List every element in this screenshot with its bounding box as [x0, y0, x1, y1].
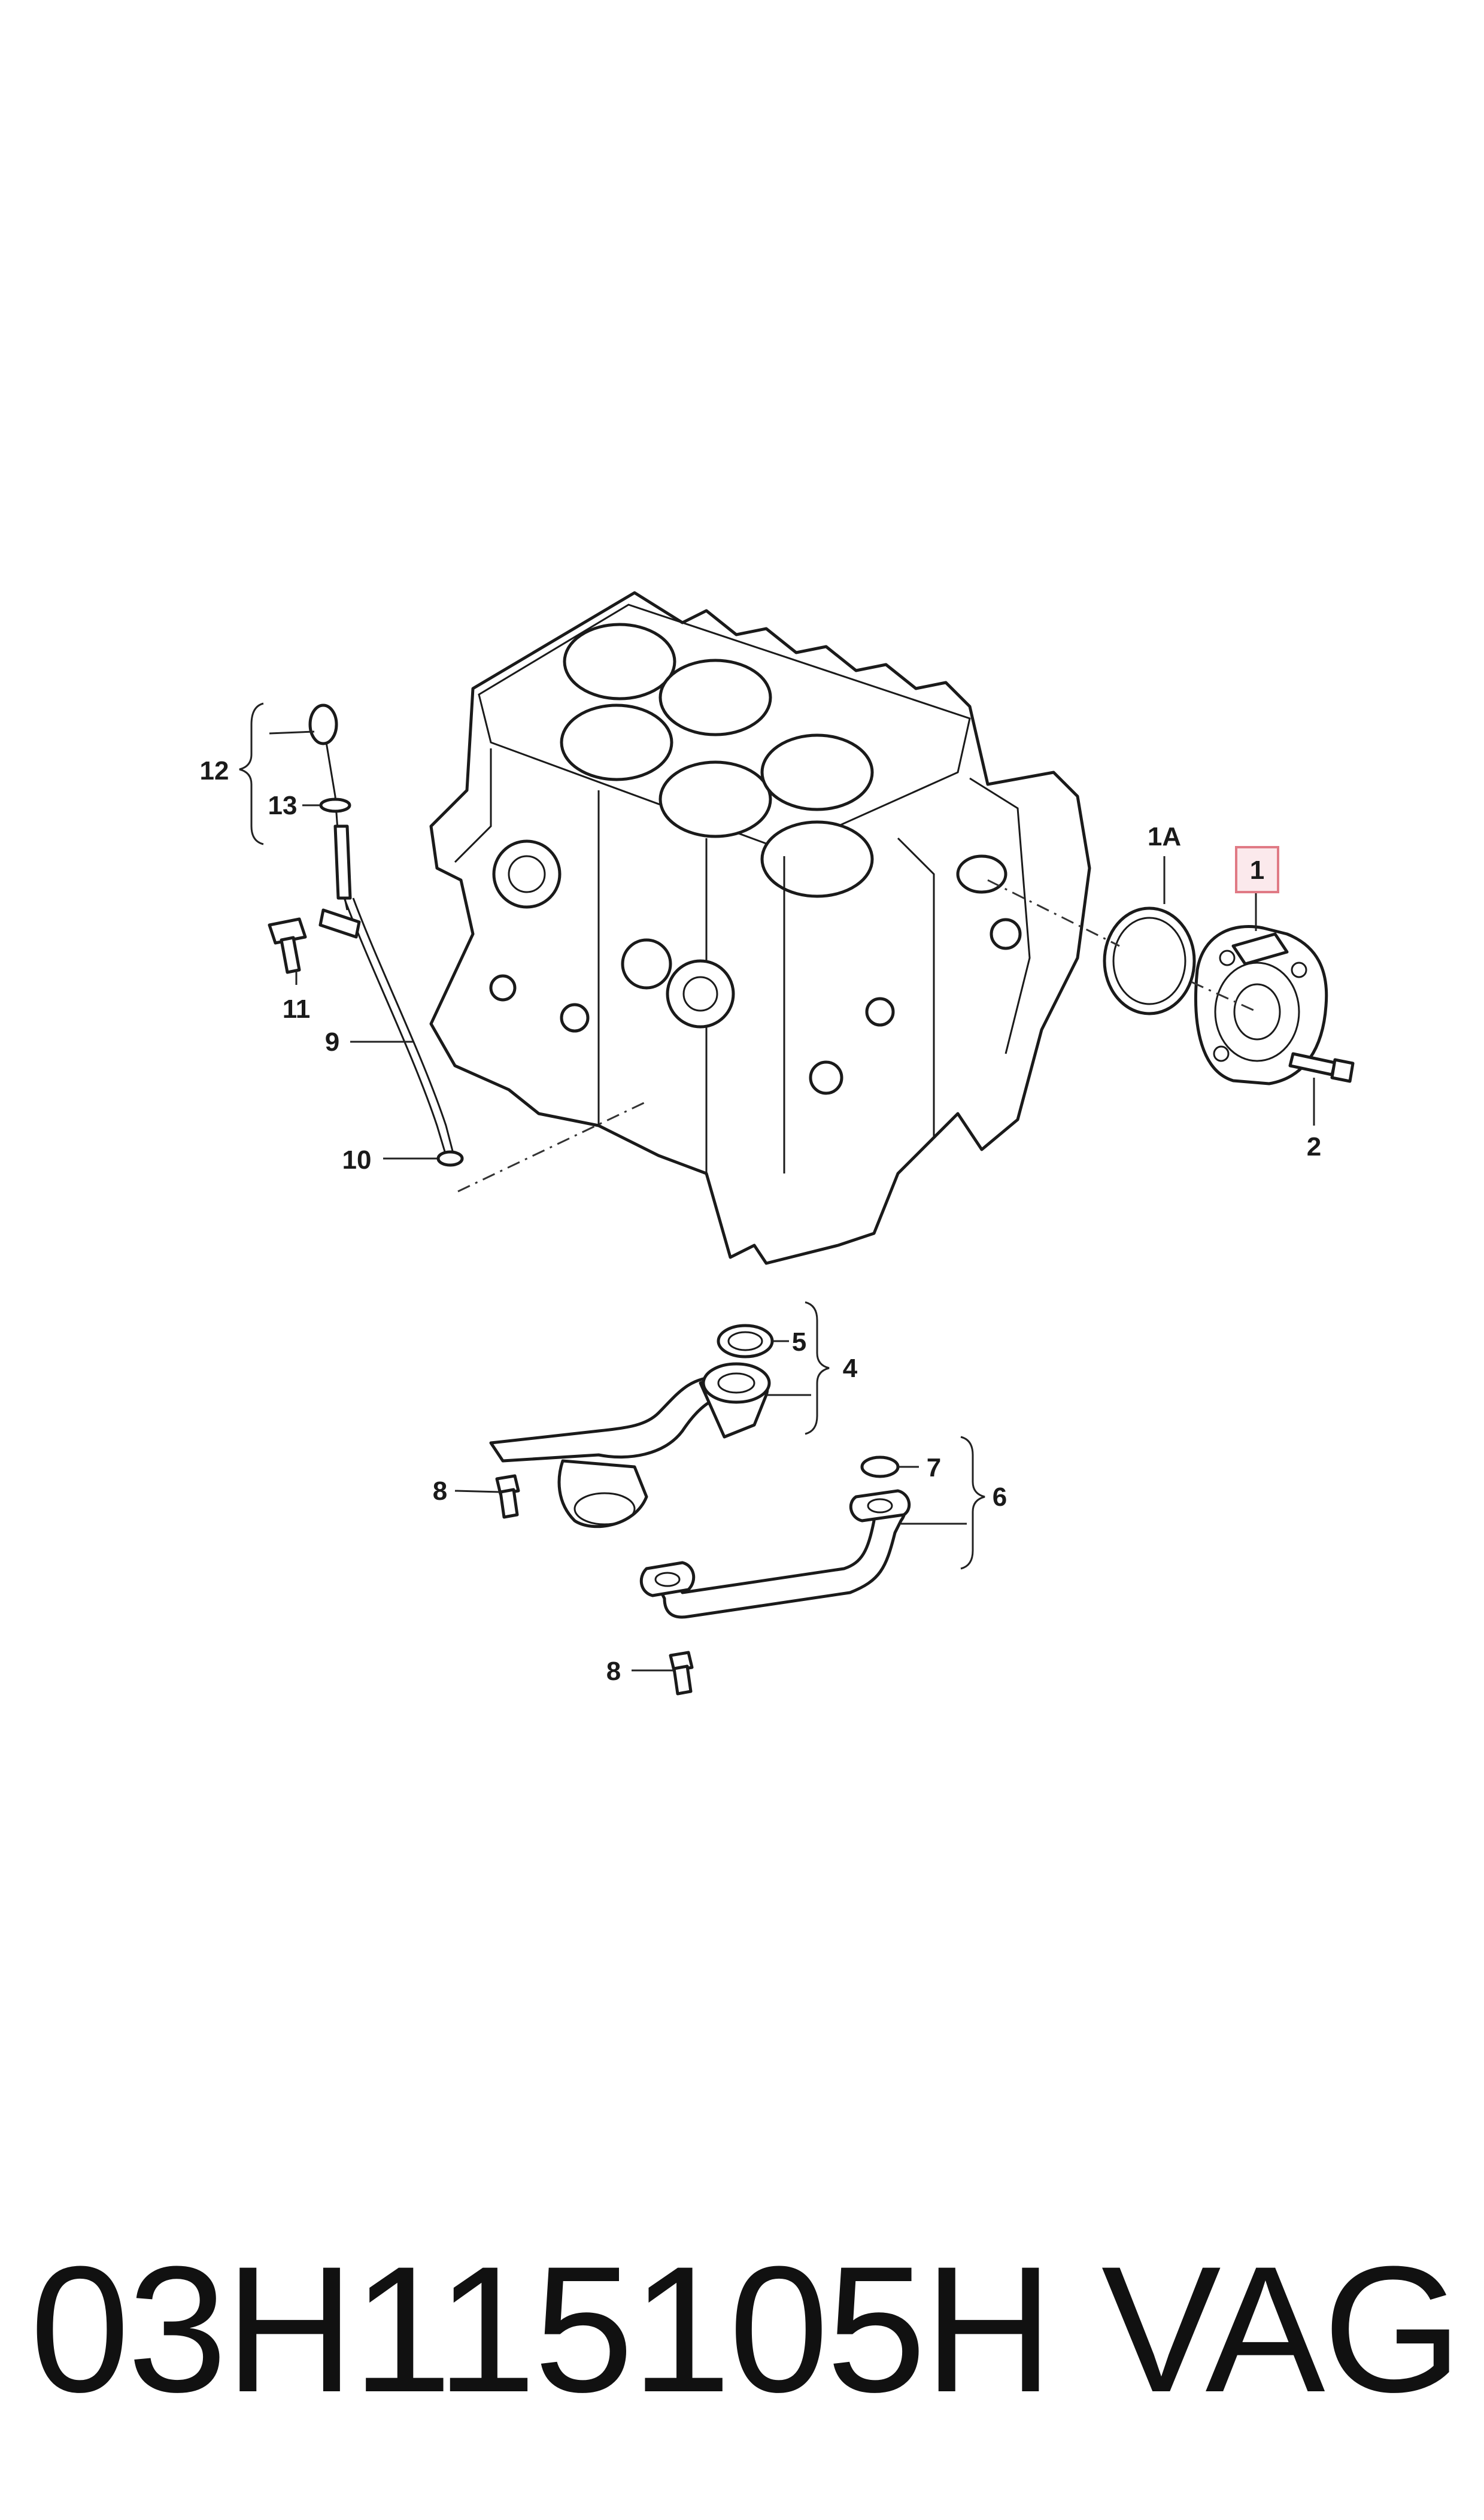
pump-centerline — [987, 879, 1120, 947]
strainer-seal-5 — [717, 1324, 774, 1358]
part-number: 03H115105H — [30, 2228, 1054, 2430]
callout-4: 4 — [843, 1354, 858, 1383]
callout-5: 5 — [792, 1327, 806, 1357]
pump-centerline-2 — [1191, 981, 1258, 1013]
return-pipe-seal-7 — [860, 1455, 900, 1478]
callout-6: 6 — [993, 1482, 1007, 1512]
brand-name: VAG — [1101, 2228, 1462, 2430]
callout-1: 1 — [1250, 856, 1264, 885]
bolt-2 — [1288, 1052, 1355, 1083]
callout-12: 12 — [200, 756, 229, 786]
callout-10: 10 — [342, 1145, 372, 1175]
bolt-8-b — [669, 1651, 694, 1696]
callout-2: 2 — [1307, 1132, 1321, 1162]
oil-pump-1 — [1194, 925, 1328, 1085]
highlight-box — [1235, 846, 1279, 893]
callout-1A: 1A — [1148, 822, 1181, 851]
bolt-11 — [268, 917, 307, 974]
oil-return-pipe-6 — [639, 1489, 911, 1619]
footer: 03H115105H VAG — [0, 2215, 1484, 2467]
callout-7: 7 — [927, 1453, 941, 1482]
exploded-parts-diagram: 12 13 11 9 10 1A 1 2 5 4 7 6 8 8 — [200, 591, 1355, 1696]
callout-8: 8 — [606, 1657, 621, 1686]
dipstick-seal-ring — [436, 1150, 464, 1167]
callout-9: 9 — [325, 1027, 339, 1057]
oil-dipstick — [308, 703, 455, 1156]
callout-13: 13 — [268, 791, 298, 820]
bolt-8-a — [495, 1474, 520, 1519]
callout-8: 8 — [433, 1476, 447, 1506]
callout-leaders — [239, 702, 1315, 1672]
oil-suction-pipe-4 — [489, 1362, 771, 1529]
callout-11: 11 — [283, 994, 311, 1024]
oil-pump-seal-1A — [1103, 906, 1196, 1015]
dipstick-centerline — [457, 1100, 647, 1193]
engine-block — [429, 591, 1091, 1265]
